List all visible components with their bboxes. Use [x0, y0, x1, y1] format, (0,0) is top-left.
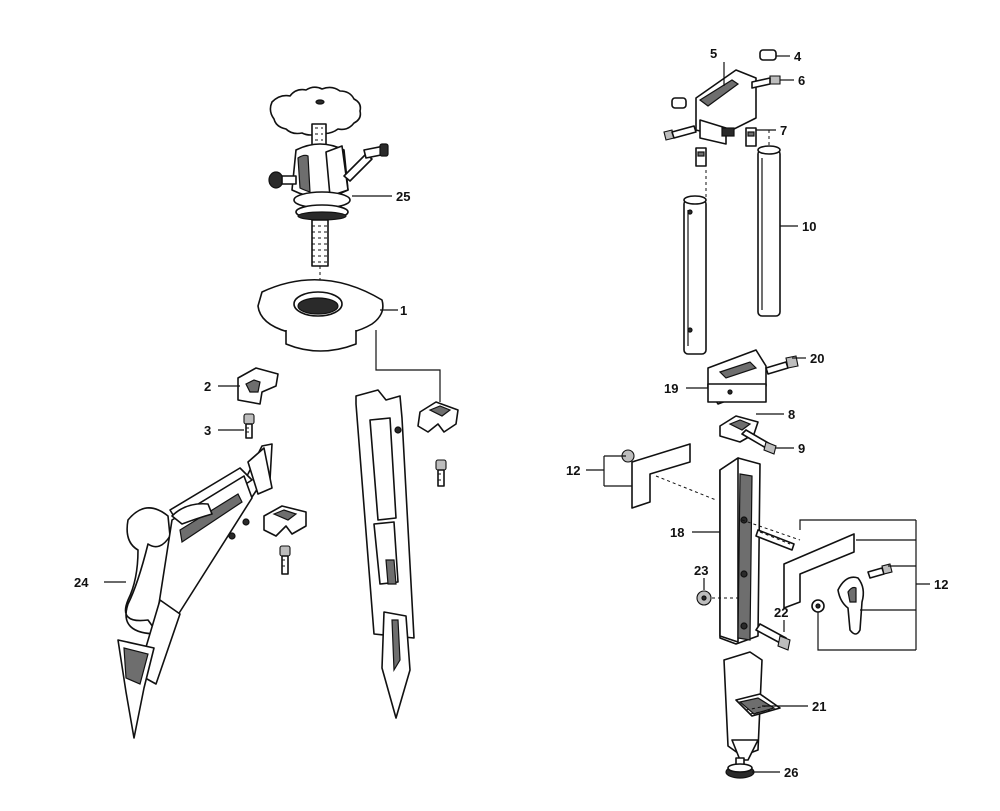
callout-2: 2 [204, 379, 211, 394]
callout-5: 5 [710, 46, 717, 61]
callout-9: 9 [798, 441, 805, 456]
callout-6: 6 [798, 73, 805, 88]
part-2-hinge-clip [237, 367, 279, 405]
part-25-tripod-head [268, 86, 389, 290]
part-23-nut [696, 590, 738, 606]
part-5-top-cap [663, 49, 781, 145]
center-leg-clip [417, 401, 459, 487]
part-26-rubber-foot [725, 757, 755, 779]
part-7-bracket [695, 127, 757, 167]
callout-23: 23 [694, 563, 708, 578]
part-3-screw [243, 413, 255, 439]
part-12-bracket-plate-left [621, 443, 717, 509]
callout-1: 1 [400, 303, 407, 318]
callout-4: 4 [794, 49, 802, 64]
callout-19: 19 [664, 381, 678, 396]
center-leg [355, 389, 415, 719]
callout-7: 7 [780, 123, 787, 138]
callout-20: 20 [810, 351, 824, 366]
callout-26: 26 [784, 765, 798, 780]
callout-leaders [218, 55, 930, 773]
callout-24: 24 [74, 575, 89, 590]
callout-12-right: 12 [934, 577, 948, 592]
part-12-latch-assembly [741, 519, 893, 635]
callout-22: 22 [774, 605, 788, 620]
part-22-screw [755, 623, 791, 651]
callout-12-left: 12 [566, 463, 580, 478]
part-19-bottom-bracket [707, 349, 767, 405]
part-10-extension-tubes [683, 130, 781, 355]
part-24-leg-with-strap [104, 443, 273, 739]
callout-8: 8 [788, 407, 795, 422]
leg-clamp-clip [263, 505, 307, 575]
part-1-mounting-plate [257, 278, 384, 352]
part-20-screw [765, 355, 799, 375]
callout-3: 3 [204, 423, 211, 438]
callout-21: 21 [812, 699, 826, 714]
callout-labels: 25 1 2 3 24 5 4 6 7 10 20 19 8 9 12 18 1… [74, 46, 948, 780]
callout-25: 25 [396, 189, 410, 204]
leader-1-to-clip [375, 330, 441, 402]
callout-10: 10 [802, 219, 816, 234]
callout-18: 18 [670, 525, 684, 540]
part-21-foot [723, 651, 781, 761]
part-9-screw [741, 429, 777, 455]
part-18-channel-rail [719, 457, 761, 645]
